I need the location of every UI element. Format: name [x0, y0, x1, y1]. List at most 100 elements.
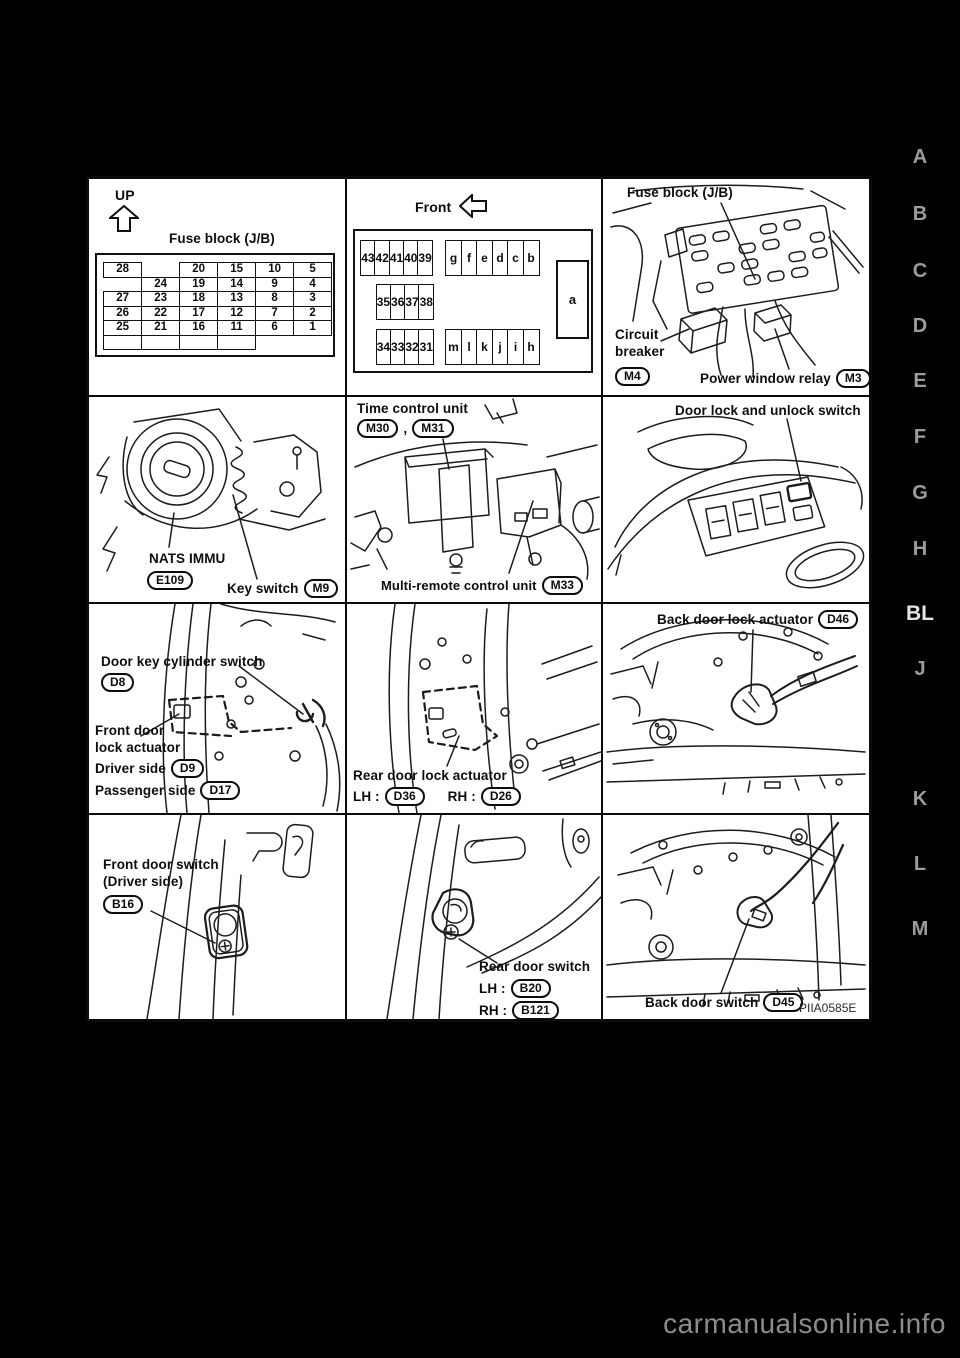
section-letter-e: E: [913, 370, 927, 392]
up-label: UP: [115, 187, 135, 203]
fuse-cell: [179, 334, 219, 351]
fuse-cell: 23: [141, 291, 181, 307]
section-letter-k: K: [912, 788, 928, 810]
relay-cell: j: [491, 329, 509, 365]
fuse-cell: 15: [217, 262, 257, 278]
panel-back-door-switch: Back door switch D45 PIIA0585E: [603, 815, 869, 1019]
lh-label: LH :: [353, 788, 380, 804]
fuse-cell: 4: [293, 276, 333, 293]
fuse-cell: [103, 334, 143, 351]
connector-badge-m9: M9: [303, 579, 339, 598]
front-door-lock-illustration: [89, 604, 345, 813]
fuse-cell: [293, 335, 332, 351]
relay-cell: h: [522, 329, 540, 365]
back-door-lock-illustration: [603, 604, 869, 813]
relay-cell: 32: [404, 329, 420, 365]
front-arrow-icon: [459, 194, 487, 218]
fuse-cell: [141, 334, 181, 351]
fuse-cell: 5: [293, 262, 333, 278]
panel-time-control-unit: Time control unit M30 , M31 Multi-remote…: [347, 397, 601, 602]
fuse-cell: 11: [217, 320, 257, 336]
rh-label: RH :: [479, 1002, 508, 1018]
front-door-actuator-label-line2: lock actuator: [95, 740, 181, 755]
relay-cell: l: [460, 329, 478, 365]
passenger-side-row: Passenger side D17: [95, 781, 241, 800]
fuse-cell: 10: [255, 262, 295, 278]
panel-front-door-lock: Door key cylinder switch D8 Front door l…: [89, 604, 345, 813]
section-letter-l: L: [913, 853, 927, 875]
multi-remote-row: Multi-remote control unit M33: [381, 576, 583, 595]
driver-side-label: Driver side: [95, 760, 166, 776]
time-control-codes-row: M30 , M31: [357, 419, 454, 438]
rear-door-switch-label: Rear door switch: [479, 959, 591, 974]
section-letter-b: B: [912, 203, 928, 225]
relay-cell: g: [445, 240, 462, 276]
relay-cell: 41: [388, 240, 405, 276]
connector-badge-d9: D9: [170, 759, 205, 778]
fuse-cell: 26: [103, 305, 143, 322]
panel-ignition: NATS IMMU E109 Key switch M9: [89, 397, 345, 602]
connector-badge-d26: D26: [480, 787, 521, 806]
relay-cell: m: [445, 329, 462, 365]
connector-badge-m4: M4: [615, 367, 650, 386]
multi-remote-label: Multi-remote control unit: [381, 577, 537, 593]
panel-back-door-lock: Back door lock actuator D46: [603, 604, 869, 813]
up-arrow-icon: [109, 205, 139, 232]
fuse-cell: 18: [179, 291, 219, 307]
door-lock-switch-illustration: [603, 397, 869, 602]
relay-cell: d: [491, 240, 509, 276]
section-letter-h: H: [912, 538, 928, 560]
fuse-cell: 24: [141, 276, 181, 293]
connector-badge-d46: D46: [818, 610, 859, 629]
door-lock-unlock-title: Door lock and unlock switch: [675, 403, 861, 418]
fuse-cell: [141, 262, 180, 278]
rear-door-switch-lh-row: LH : B20: [479, 979, 551, 998]
connector-badge-b20: B20: [510, 979, 551, 998]
relay-cell: i: [507, 329, 524, 365]
key-switch-row: Key switch M9: [227, 579, 339, 598]
section-letter-bl: BL: [906, 602, 934, 625]
key-switch-label: Key switch: [227, 580, 299, 596]
rear-door-switch-rh-row: RH : B121: [479, 1001, 559, 1019]
relay-cell: f: [460, 240, 478, 276]
relay-cell-a: a: [556, 260, 589, 339]
circuit-breaker-label-line1: Circuit: [615, 327, 659, 342]
section-letter-g: G: [912, 482, 928, 504]
relay-cell: k: [476, 329, 493, 365]
back-door-switch-illustration: [603, 815, 869, 1019]
rear-door-switch-illustration: [347, 815, 601, 1019]
fuse-cell: 12: [217, 305, 257, 322]
rear-door-lock-illustration: [347, 604, 601, 813]
section-letter-m: M: [911, 918, 929, 940]
section-letter-a: A: [912, 146, 928, 168]
fuse-cell: 8: [255, 291, 295, 307]
fuse-cell: [217, 334, 257, 351]
fuse-cell: 1: [293, 320, 333, 336]
section-letter-f: F: [913, 426, 927, 448]
section-letter-j: J: [914, 658, 926, 680]
fuse-block-location-title: Fuse block (J/B): [627, 185, 733, 200]
connector-badge-m33: M33: [541, 576, 583, 595]
fuse-cell: 17: [179, 305, 219, 322]
power-window-relay-row: Power window relay M3: [700, 369, 869, 388]
connector-badge-m31: M31: [412, 419, 454, 438]
fuse-cell: 7: [255, 305, 295, 322]
front-label: Front: [415, 199, 452, 215]
front-door-switch-label-line2: (Driver side): [103, 874, 184, 889]
connector-badge-d36: D36: [384, 787, 425, 806]
panel-front-door-switch: Front door switch (Driver side) B16: [89, 815, 345, 1019]
fuse-cell: 20: [179, 262, 219, 278]
figure-code: PIIA0585E: [799, 1001, 857, 1015]
relay-cell: e: [476, 240, 493, 276]
back-door-lock-row: Back door lock actuator D46: [657, 610, 859, 629]
